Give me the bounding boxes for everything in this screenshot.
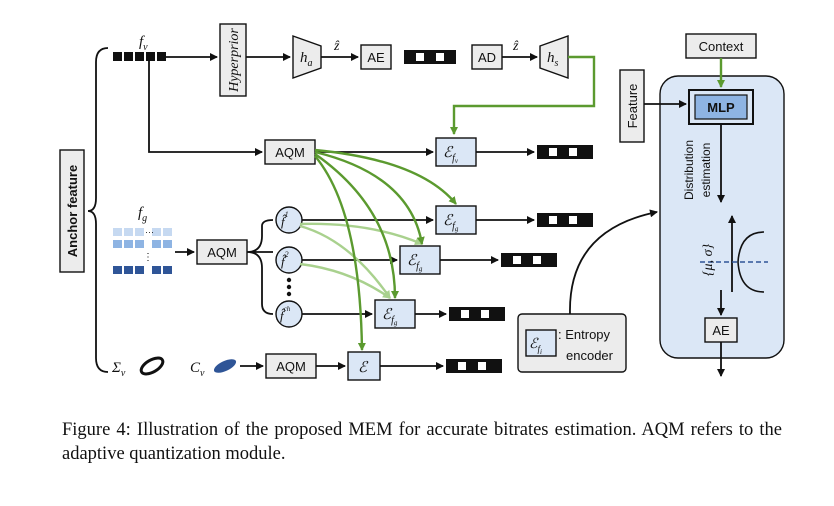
aqm-bottom-box: AQM bbox=[265, 353, 317, 379]
svg-text:Hyperprior: Hyperprior bbox=[227, 28, 242, 93]
svg-text:f̂2: f̂2 bbox=[281, 250, 289, 269]
svg-text:ℰfg: ℰfg bbox=[443, 213, 459, 233]
svg-text:Cv: Cv bbox=[190, 360, 205, 379]
entropy-fg-ch-box: ℰfg bbox=[374, 299, 416, 329]
entropy-fg-2-box: ℰfg bbox=[399, 245, 441, 275]
sigma-ellipse-icon bbox=[139, 356, 165, 376]
figure-caption: Figure 4: Illustration of the proposed M… bbox=[62, 420, 782, 464]
svg-text:f̂ch: f̂ch bbox=[280, 305, 291, 323]
hs-trapezoid: hs bbox=[539, 35, 569, 79]
context-arrow-light-3 bbox=[299, 262, 391, 299]
aqm-mid-box: AQM bbox=[196, 239, 248, 265]
aqm-top-box: AQM bbox=[264, 139, 316, 165]
context-arrow-aqm-to-fg2 bbox=[314, 150, 425, 245]
svg-text:MLP: MLP bbox=[707, 100, 735, 115]
cv-symbol: Cv bbox=[190, 360, 205, 379]
svg-text:Feature: Feature bbox=[625, 84, 640, 129]
left-edge-fragment bbox=[0, 40, 6, 460]
svg-text:ℰfv: ℰfv bbox=[443, 145, 459, 165]
svg-text:AD: AD bbox=[478, 50, 496, 65]
z-hat-label-2: ẑ bbox=[512, 39, 519, 54]
fg1-out-bitstream-icon bbox=[537, 213, 593, 227]
entropy-fv-box: ℰfv bbox=[435, 137, 477, 167]
aqm-mid-branches bbox=[246, 219, 274, 315]
svg-text:fv: fv bbox=[139, 34, 148, 53]
anchor-brace bbox=[87, 47, 109, 373]
svg-text:···: ··· bbox=[145, 227, 154, 237]
svg-text:AE: AE bbox=[712, 323, 730, 338]
cv-ellipse-icon bbox=[213, 359, 237, 373]
fgch-out-bitstream-icon bbox=[449, 307, 505, 321]
panel-ae-box: AE bbox=[704, 317, 738, 343]
svg-text:Anchor feature: Anchor feature bbox=[65, 165, 80, 257]
distribution-estimation-label: Distribution estimation bbox=[682, 140, 713, 200]
svg-text:AQM: AQM bbox=[276, 359, 306, 374]
anchor-feature-label: Anchor feature bbox=[59, 149, 85, 273]
fg2-out-bitstream-icon bbox=[501, 253, 557, 267]
context-arrow-light-1 bbox=[299, 222, 423, 246]
feature-box: Feature bbox=[619, 69, 645, 143]
fg-hat-2-node: f̂2 bbox=[275, 246, 303, 274]
hs-to-entropy-fv-arrow bbox=[450, 55, 596, 135]
bottom-out-bitstream-icon bbox=[446, 359, 502, 373]
hyper-ae-box: AE bbox=[360, 44, 392, 70]
context-arrow-aqm-to-fg1 bbox=[314, 148, 457, 205]
fg-dots bbox=[286, 277, 292, 297]
svg-text:fg: fg bbox=[138, 205, 147, 224]
svg-text:AE: AE bbox=[367, 50, 385, 65]
fg-feature-stack-icon: ··· ⋮ bbox=[113, 227, 172, 274]
svg-text:⋮: ⋮ bbox=[143, 252, 153, 263]
svg-text:: Entropy: : Entropy bbox=[558, 327, 611, 342]
context-box: Context bbox=[685, 33, 757, 59]
svg-text:hs: hs bbox=[547, 50, 559, 69]
svg-text:AQM: AQM bbox=[207, 245, 237, 260]
svg-text:ℰfg: ℰfg bbox=[382, 307, 398, 327]
context-arrow-light-2 bbox=[299, 224, 391, 299]
svg-text:AQM: AQM bbox=[275, 145, 305, 160]
hyper-ad-box: AD bbox=[471, 44, 503, 70]
entropy-fg-1-box: ℰfg bbox=[435, 205, 477, 235]
ha-trapezoid: ha bbox=[292, 35, 322, 79]
svg-text:ha: ha bbox=[300, 50, 313, 69]
context-arrow-aqm-to-fgch bbox=[314, 153, 399, 299]
context-arrow-aqm-to-e bbox=[314, 155, 366, 351]
svg-text:ℰfg: ℰfg bbox=[407, 253, 423, 273]
sigma-v-symbol: Σv bbox=[111, 360, 126, 379]
svg-text:Σv: Σv bbox=[111, 360, 126, 379]
svg-text:encoder: encoder bbox=[566, 348, 614, 363]
mu-sigma-label: {μ, σ} bbox=[701, 244, 716, 277]
fv-symbol: fv bbox=[139, 34, 148, 53]
legend-entropy-encoder: ℰfi : Entropy encoder bbox=[517, 313, 627, 373]
svg-text:f̂1: f̂1 bbox=[281, 210, 289, 229]
entropy-bottom-box: ℰ bbox=[347, 351, 381, 381]
svg-text:ℰfi: ℰfi bbox=[529, 337, 542, 356]
fv-to-aqm-arrow bbox=[148, 61, 263, 156]
z-hat-label-1: ẑ bbox=[333, 39, 340, 54]
mlp-box: MLP bbox=[688, 89, 754, 125]
svg-text:Context: Context bbox=[699, 39, 744, 54]
legend-to-panel-arrow bbox=[569, 209, 658, 315]
fv-bitstream-icon bbox=[113, 52, 166, 61]
fg-hat-ch-node: f̂ch bbox=[275, 300, 303, 328]
hyperprior-box: Hyperprior bbox=[219, 23, 247, 97]
hyper-bitstream-icon bbox=[404, 50, 456, 64]
svg-text:ℰ: ℰ bbox=[358, 360, 369, 376]
gaussian-plot-icon bbox=[700, 215, 768, 293]
svg-text:estimation: estimation bbox=[699, 143, 713, 198]
fg-hat-1-node: f̂1 bbox=[275, 206, 303, 234]
fg-symbol: fg bbox=[138, 205, 147, 224]
fv-out-bitstream-icon bbox=[537, 145, 593, 159]
svg-text:Distribution: Distribution bbox=[682, 140, 696, 200]
